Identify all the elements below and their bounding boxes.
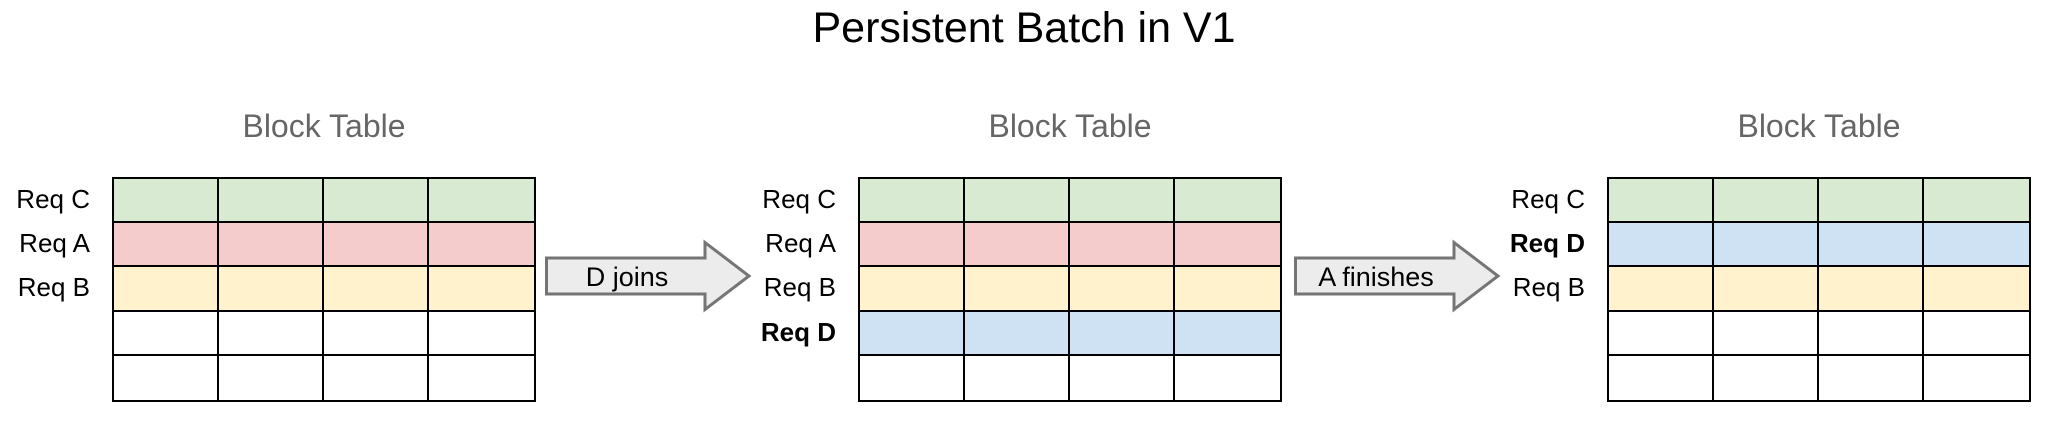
d-joins-arrow: D joins [545, 239, 752, 313]
block-cell [1714, 311, 1819, 356]
block-cell [965, 355, 1070, 400]
block-cell [1819, 267, 1924, 312]
block-cell [1819, 311, 1924, 356]
block-cell [1819, 179, 1924, 224]
block-cell [965, 267, 1070, 312]
block-cell [860, 355, 965, 400]
row-label: Req B [1512, 272, 1585, 303]
block-cell [114, 223, 219, 268]
block-cell [1609, 267, 1714, 312]
block-cell [1609, 355, 1714, 400]
block-cell [965, 179, 1070, 224]
block-cell [965, 223, 1070, 268]
row-label [1485, 354, 1585, 398]
block-arrow-shape [545, 239, 752, 313]
block-cell [860, 311, 965, 356]
block-cell [324, 223, 429, 268]
block-cell [1714, 223, 1819, 268]
row-label: Req A [765, 228, 836, 259]
block-cell [1609, 223, 1714, 268]
block-cell [860, 179, 965, 224]
block-cell [1070, 311, 1175, 356]
block-cell [429, 179, 534, 224]
block-cell [219, 179, 324, 224]
block-cell [114, 179, 219, 224]
block-cell [324, 355, 429, 400]
block-cell [1175, 267, 1280, 312]
block-cell [1924, 179, 2029, 224]
block-cell [429, 223, 534, 268]
row-label: Req C [1511, 184, 1585, 214]
block-cell [1924, 355, 2029, 400]
block-cell [1819, 355, 1924, 400]
block-cell [219, 355, 324, 400]
block-cell [965, 311, 1070, 356]
block-table-title: Block Table [1737, 108, 1901, 144]
block-table-title: Block Table [988, 108, 1152, 144]
row-label: Req D [760, 316, 836, 347]
block-cell [860, 267, 965, 312]
block-cell [1924, 223, 2029, 268]
block-cell [1070, 179, 1175, 224]
block-cell [1175, 223, 1280, 268]
block-cell [219, 311, 324, 356]
block-cell [1175, 311, 1280, 356]
block-table-grid [112, 177, 536, 402]
block-cell [1609, 311, 1714, 356]
arrow-label: A finishes [1318, 262, 1434, 292]
row-label: Req C [16, 184, 90, 214]
block-cell [1175, 355, 1280, 400]
block-cell [429, 355, 534, 400]
row-labels: Req C Req A Req B [0, 177, 90, 398]
block-cell [324, 267, 429, 312]
block-cell [114, 267, 219, 312]
row-labels: Req C Req A Req B Req D [736, 177, 836, 398]
block-cell [1070, 267, 1175, 312]
block-cell [1070, 223, 1175, 268]
arrow-label: D joins [586, 262, 669, 292]
block-cell [1175, 179, 1280, 224]
block-cell [324, 311, 429, 356]
block-cell [1714, 355, 1819, 400]
block-cell [1714, 179, 1819, 224]
block-arrow-shape [1294, 239, 1501, 313]
row-label: Req D [1509, 228, 1585, 259]
block-cell [324, 179, 429, 224]
row-label: Req B [17, 272, 90, 303]
block-cell [1609, 179, 1714, 224]
row-label [0, 310, 90, 354]
block-cell [1819, 223, 1924, 268]
block-cell [219, 223, 324, 268]
row-labels: Req C Req D Req B [1485, 177, 1585, 398]
block-cell [1714, 267, 1819, 312]
row-label: Req C [762, 184, 836, 214]
row-label [1485, 310, 1585, 354]
block-cell [429, 267, 534, 312]
block-table-grid [858, 177, 1282, 402]
block-table-title: Block Table [242, 108, 406, 144]
a-finishes-arrow: A finishes [1294, 239, 1501, 313]
row-label [0, 354, 90, 398]
row-label: Req B [763, 272, 836, 303]
block-cell [860, 223, 965, 268]
block-cell [1070, 355, 1175, 400]
row-label [736, 354, 836, 398]
block-cell [219, 267, 324, 312]
diagram-title: Persistent Batch in V1 [812, 4, 1236, 52]
block-cell [114, 355, 219, 400]
block-cell [114, 311, 219, 356]
row-label: Req A [19, 228, 90, 259]
block-cell [429, 311, 534, 356]
block-cell [1924, 267, 2029, 312]
block-table-grid [1607, 177, 2031, 402]
block-cell [1924, 311, 2029, 356]
